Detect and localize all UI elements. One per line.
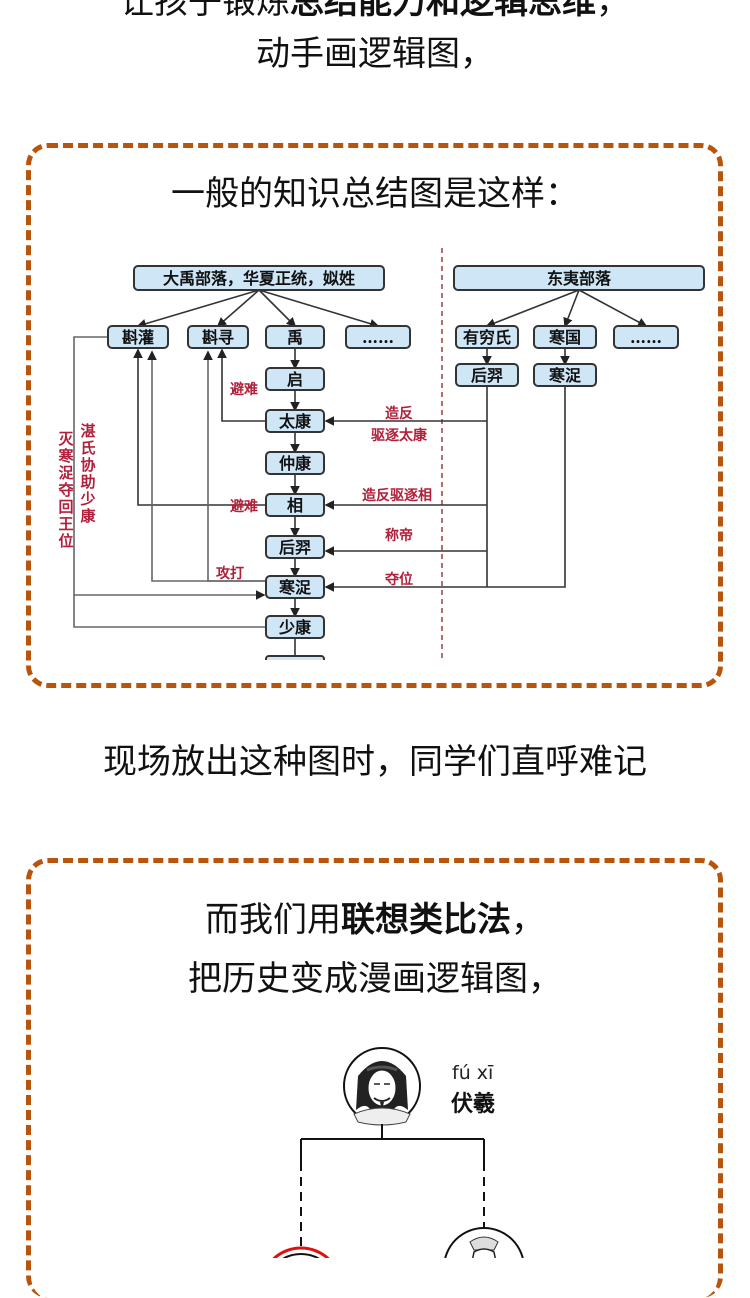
box-left-child-3-label: …… <box>362 328 394 347</box>
attack-line <box>147 350 266 582</box>
diagram-connector <box>563 289 580 328</box>
box-chain-2-label: 仲康 <box>279 454 312 473</box>
fuxi-portrait <box>343 1047 421 1126</box>
box-right-child-2: …… <box>613 325 679 349</box>
card2-line-1: 而我们用联想类比法， <box>0 898 750 942</box>
box-chain-5-label: 寒浞 <box>278 578 312 597</box>
intro-line-2: 动手画逻辑图， <box>256 34 494 74</box>
box-left-root-label: 大禹部落，华夏正统，姒姓 <box>163 269 355 288</box>
box-chain-1: 太康 <box>265 409 325 433</box>
box-left-child-0-label: 斟灌 <box>122 328 154 347</box>
knowledge-summary-diagram: 大禹部落，华夏正统，姒姓斟灌斟寻禹……启太康仲康相后羿寒浞少康东夷部落有穷氏寒国… <box>57 248 705 660</box>
middle-text: 现场放出这种图时，同学们直呼难记 <box>103 742 647 782</box>
box-right-root-label: 东夷部落 <box>547 269 612 288</box>
box-chain-3: 相 <box>265 493 325 517</box>
annotation-zao-fan-qu-zhu-xiang: 造反驱逐相 <box>362 487 432 504</box>
box-left-child-0: 斟灌 <box>107 325 169 349</box>
box-chain-0-label: 启 <box>287 370 303 389</box>
annotation-vertical-1: 协 <box>80 456 95 474</box>
annotation-vertical-1: 康 <box>80 507 96 525</box>
box-right-grandchild-0: 后羿 <box>455 363 519 387</box>
annotation-vertical-2: 位 <box>58 532 73 550</box>
dashed-card-1 <box>26 143 723 688</box>
intro-line-1-prefix: 让孩子锻炼 <box>120 0 290 22</box>
child-portrait-left <box>272 1246 330 1258</box>
card2-line-2: 把历史变成漫画逻辑图， <box>188 959 562 999</box>
box-chain-6-label: 少康 <box>278 618 312 637</box>
flee-line <box>133 348 266 506</box>
annotation-zao-fan: 造反 <box>385 405 413 422</box>
annotation-bi-nan-2: 避难 <box>230 498 258 515</box>
annotation-vertical-1: 助 <box>80 473 95 491</box>
box-chain-1-label: 太康 <box>278 412 312 431</box>
restore-line <box>73 336 266 628</box>
box-right-root: 东夷部落 <box>453 265 705 291</box>
box-chain-4: 后羿 <box>265 535 325 559</box>
box-right-child-2-label: …… <box>630 328 662 347</box>
box-chain-3-label: 相 <box>287 496 303 515</box>
box-chain-next <box>265 655 325 660</box>
intro-line-1: 让孩子锻炼总结能力和逻辑思维， <box>0 0 750 24</box>
box-chain-4-label: 后羿 <box>279 538 311 557</box>
annotation-vertical-1: 氏 <box>80 439 95 457</box>
annotation-gong-da: 攻打 <box>216 565 244 582</box>
annotation-qu-zhu-tai-kang: 驱逐太康 <box>371 427 428 444</box>
box-chain-0: 启 <box>265 367 325 391</box>
box-left-child-3: …… <box>345 325 411 349</box>
box-right-child-1-label: 寒国 <box>548 328 581 347</box>
box-left-child-2: 禹 <box>265 325 325 349</box>
annotation-vertical-2: 寒 <box>58 447 74 465</box>
card1-title: 一般的知识总结图是这样： <box>171 174 579 214</box>
dashed-card-2 <box>26 858 723 1298</box>
annotation-vertical-1: 少 <box>79 490 95 508</box>
flee-line <box>217 348 266 422</box>
diagram-connector <box>258 289 380 329</box>
card2-line-1-bold: 联想类比法 <box>341 900 511 940</box>
annotation-vertical-2: 回 <box>58 498 73 516</box>
box-right-grandchild-1-label: 寒浞 <box>548 366 582 385</box>
annotation-duo-wei: 夺位 <box>384 571 413 588</box>
card2-line-1-suffix: ， <box>511 900 545 940</box>
diagram-connector <box>136 289 260 329</box>
fuxi-pinyin: fú xī <box>452 1062 494 1084</box>
box-right-child-0: 有穷氏 <box>455 325 519 349</box>
box-chain-2: 仲康 <box>265 451 325 475</box>
annotation-cheng-di: 称帝 <box>385 527 413 544</box>
card2-line-1-prefix: 而我们用 <box>205 900 341 940</box>
fuxi-name: 伏羲 <box>451 1092 496 1117</box>
annotation-vertical-1: 湛 <box>80 422 95 440</box>
comic-family-tree <box>272 1047 524 1258</box>
box-left-child-1: 斟寻 <box>187 325 249 349</box>
child-portrait-right <box>444 1227 524 1258</box>
diagram-connector <box>578 289 648 327</box>
diagram-connector <box>485 289 580 328</box>
box-left-child-2-label: 禹 <box>287 328 303 347</box>
annotation-vertical-2: 王 <box>58 515 73 533</box>
diagram-connector <box>258 289 297 328</box>
diagram-connector <box>216 289 260 328</box>
annotation-vertical-2: 夺 <box>57 481 74 499</box>
box-right-child-0-label: 有穷氏 <box>463 328 511 347</box>
box-chain-5: 寒浞 <box>265 575 325 599</box>
box-left-root: 大禹部落，华夏正统，姒姓 <box>133 265 385 291</box>
box-right-child-1: 寒国 <box>533 325 597 349</box>
intro-line-1-bold: 总结能力和逻辑思维 <box>290 0 596 22</box>
annotation-vertical-2: 灭 <box>57 430 74 448</box>
box-chain-6: 少康 <box>265 615 325 639</box>
annotation-vertical-2: 浞 <box>58 464 74 482</box>
intro-line-1-suffix: ， <box>596 0 630 22</box>
box-right-grandchild-0-label: 后羿 <box>471 366 503 385</box>
diagram-connector <box>324 386 566 592</box>
annotation-bi-nan-1: 避难 <box>230 381 258 398</box>
box-left-child-1-label: 斟寻 <box>202 328 234 347</box>
box-right-grandchild-1: 寒浞 <box>533 363 597 387</box>
